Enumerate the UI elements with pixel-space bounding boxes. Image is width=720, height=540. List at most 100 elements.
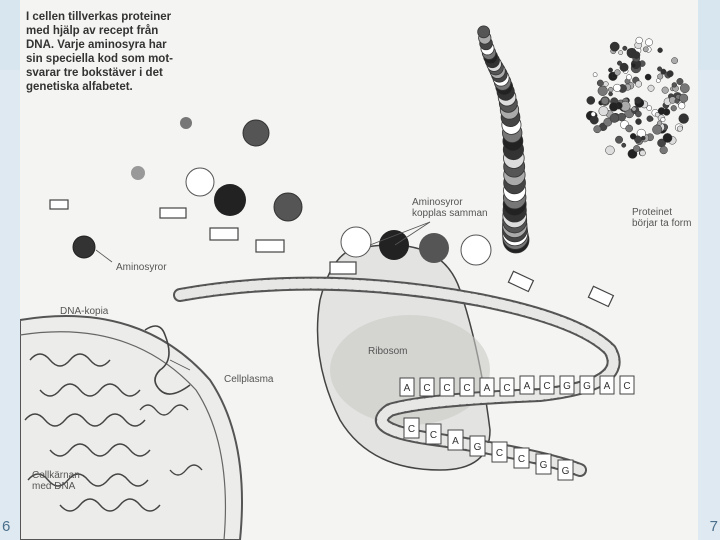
- svg-text:A: A: [604, 381, 611, 392]
- amino-bead: [635, 81, 641, 87]
- caption-line: genetiska alfabetet.: [26, 80, 226, 94]
- amino-bead: [635, 97, 642, 104]
- label-aminosyror-kopplas: Aminosyror kopplas samman: [412, 197, 488, 219]
- codon-letter: A: [400, 378, 414, 396]
- svg-text:A: A: [524, 381, 531, 392]
- slide-page-number: 7: [710, 518, 718, 535]
- svg-text:C: C: [463, 383, 470, 394]
- codon-letter: C: [440, 378, 454, 396]
- amino-bead: [633, 51, 640, 58]
- svg-text:C: C: [408, 424, 415, 435]
- codon-letter: C: [540, 376, 554, 394]
- amino-bead: [608, 68, 612, 72]
- label-cellkarnan: Cellkärnan med DNA: [32, 470, 80, 492]
- label-proteinet: Proteinet börjar ta form: [632, 207, 691, 229]
- amino-bead: [663, 133, 672, 142]
- amino-bead: [672, 82, 677, 87]
- amino-bead: [677, 78, 683, 84]
- svg-text:A: A: [404, 383, 411, 394]
- amino-bead: [630, 133, 636, 139]
- amino-bead: [603, 81, 608, 86]
- svg-text:G: G: [540, 460, 548, 471]
- amino-bead: [622, 143, 626, 147]
- amino-bead: [632, 63, 636, 67]
- label-line: kopplas samman: [412, 208, 488, 219]
- amino-bead: [648, 85, 654, 91]
- amino-bead: [641, 136, 645, 140]
- label-line: Proteinet: [632, 207, 691, 218]
- caption-line: DNA. Varje aminosyra har: [26, 38, 226, 52]
- amino-bead: [647, 106, 652, 111]
- codon-letter: G: [580, 376, 594, 394]
- amino-bead: [657, 121, 662, 126]
- amino-bead: [633, 145, 640, 152]
- svg-text:G: G: [474, 442, 482, 453]
- svg-text:C: C: [623, 381, 630, 392]
- amino-bead: [606, 146, 615, 155]
- amino-bead: [636, 37, 643, 44]
- amino-bead: [658, 48, 663, 53]
- amino-bead: [635, 111, 641, 117]
- amino-bead: [632, 107, 636, 111]
- amino-bead: [623, 46, 628, 51]
- amino-bead: [640, 150, 646, 156]
- svg-text:G: G: [563, 381, 571, 392]
- codon-letter: C: [500, 378, 514, 396]
- amino-bead: [626, 75, 631, 80]
- caption-line: svarar tre bokstäver i det: [26, 66, 226, 80]
- amino-bead: [657, 67, 662, 72]
- svg-text:G: G: [562, 466, 570, 477]
- codon-letter: A: [448, 430, 463, 450]
- svg-text:A: A: [484, 383, 491, 394]
- slide-footer-left: 6: [2, 518, 10, 535]
- amino-bead: [619, 51, 623, 55]
- amino-bead: [660, 146, 668, 154]
- codon-letter: C: [420, 378, 434, 396]
- amino-bead: [599, 106, 608, 115]
- codon-letter: A: [480, 378, 494, 396]
- codon-letter: C: [404, 418, 419, 438]
- folded-protein: [586, 37, 689, 158]
- svg-text:C: C: [503, 383, 510, 394]
- amino-bead: [662, 87, 669, 94]
- cell-nucleus: [20, 316, 242, 540]
- caption-line: sin speciella kod som mot-: [26, 52, 226, 66]
- label-cellplasma: Cellplasma: [224, 374, 273, 385]
- label-line: Cellkärnan: [32, 470, 80, 481]
- amino-bead: [598, 86, 608, 96]
- amino-bead: [608, 87, 613, 92]
- codon-letter: C: [426, 424, 441, 444]
- amino-bead: [620, 63, 628, 71]
- amino-bead: [652, 125, 662, 135]
- codon-letter: C: [514, 448, 529, 468]
- amino-bead: [597, 80, 603, 86]
- codon-letter: C: [460, 378, 474, 396]
- svg-text:C: C: [423, 383, 430, 394]
- amino-bead: [609, 92, 613, 96]
- svg-text:C: C: [518, 454, 525, 465]
- label-ribosom: Ribosom: [368, 346, 407, 357]
- amino-bead: [679, 94, 688, 103]
- amino-bead: [615, 70, 621, 76]
- amino-bead: [658, 107, 665, 114]
- svg-text:A: A: [452, 436, 459, 447]
- amino-bead: [675, 99, 680, 104]
- amino-bead: [610, 114, 619, 123]
- amino-bead: [613, 84, 621, 92]
- caption-line: I cellen tillverkas proteiner: [26, 10, 226, 24]
- codon-letter: C: [620, 376, 634, 394]
- amino-bead: [615, 136, 622, 143]
- amino-bead: [609, 102, 618, 111]
- amino-bead: [645, 74, 651, 80]
- caption-line: med hjälp av recept från: [26, 24, 226, 38]
- codon-letter: G: [536, 454, 551, 474]
- label-aminosyror: Aminosyror: [116, 262, 167, 273]
- label-line: med DNA: [32, 481, 80, 492]
- svg-text:C: C: [543, 381, 550, 392]
- codon-letter: G: [560, 376, 574, 394]
- label-line: Aminosyror: [412, 197, 488, 208]
- figure-caption: I cellen tillverkas proteiner med hjälp …: [26, 10, 226, 94]
- amino-bead: [591, 112, 596, 117]
- codon-letter: A: [520, 376, 534, 394]
- svg-text:C: C: [443, 383, 450, 394]
